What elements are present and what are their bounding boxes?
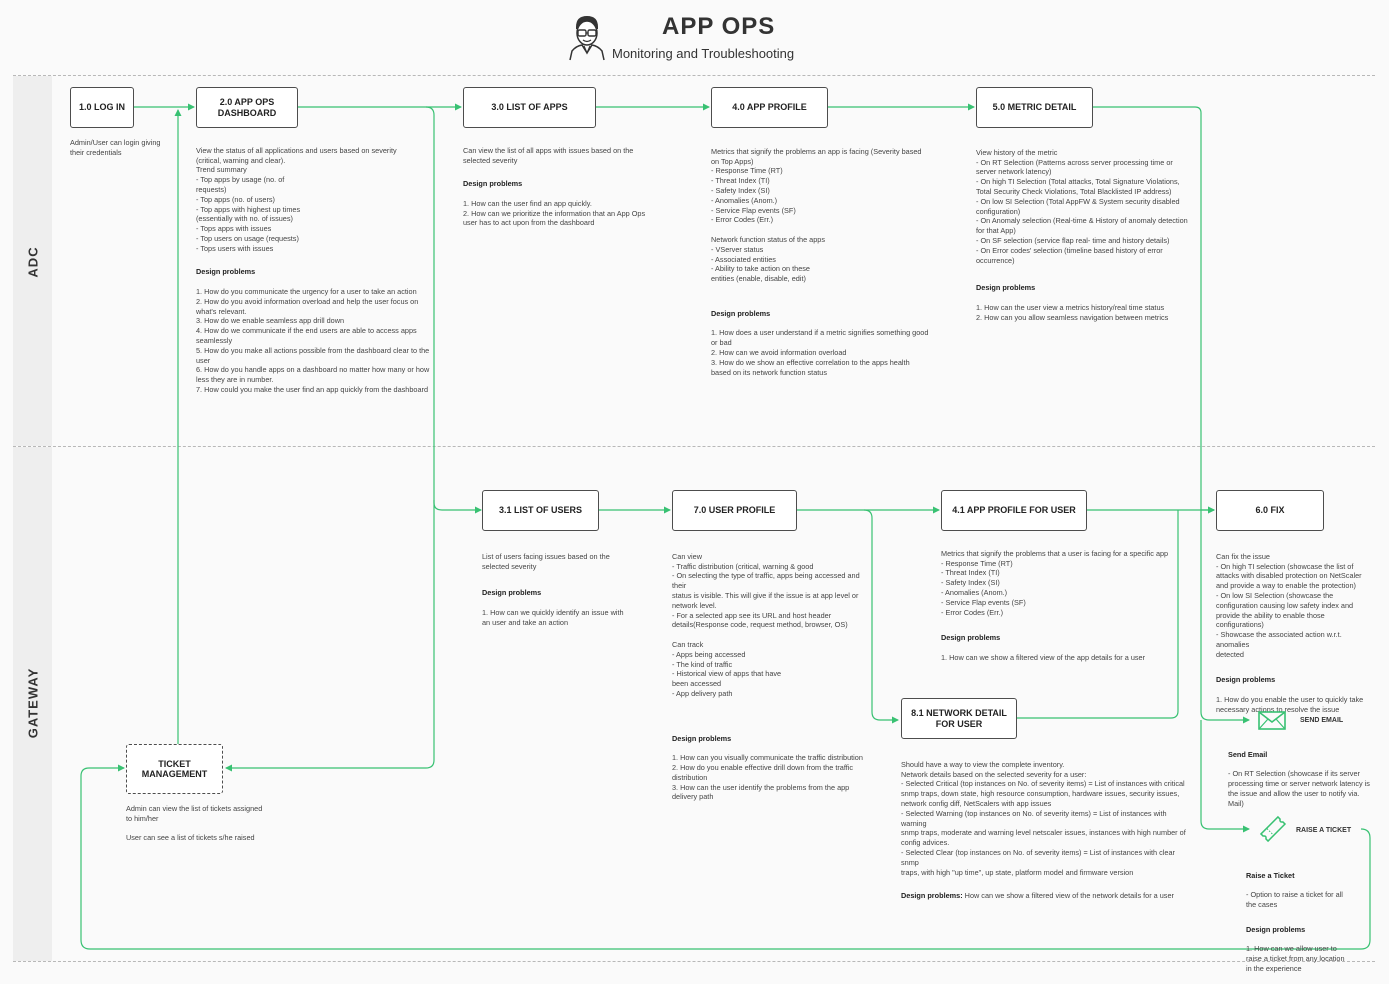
lane-label-gateway: GATEWAY [25,667,41,739]
node-app-profile-for-user[interactable]: 4.1 APP PROFILE FOR USER [941,490,1087,531]
desc-dashboard-block: View the status of all applications and … [196,136,431,405]
desc-network-detail-block: Should have a way to view the complete i… [901,750,1189,911]
page-subtitle: Monitoring and Troubleshooting [612,46,795,61]
desc-send-email: - On RT Selection (showcase if its serve… [1228,769,1370,808]
node-list-of-users[interactable]: 3.1 LIST OF USERS [482,490,599,531]
desc-network-detail: Should have a way to view the complete i… [901,759,1186,877]
desc-fix: Can fix the issue - On high TI selection… [1216,551,1362,659]
desc-login: Admin/User can login giving their creden… [70,138,161,157]
desc-ticket-management: Admin can view the list of tickets assig… [126,804,263,843]
desc-list-apps-block: Can view the list of all apps with issue… [463,136,663,238]
node-login[interactable]: 1.0 LOG IN [70,87,134,128]
adc-lane-background [13,76,52,446]
desc-app-profile-dp-heading: Design problems [711,308,771,318]
desc-list-users-block: List of users facing issues based on the… [482,542,642,637]
desc-user-profile-block: Can view - Traffic distribution (critica… [672,542,867,812]
desc-user-profile: Can view - Traffic distribution (critica… [672,551,860,698]
desc-raise-ticket-dp-heading: Design problems [1246,924,1306,934]
node-user-profile[interactable]: 7.0 USER PROFILE [672,490,797,531]
node-app-ops-dashboard[interactable]: 2.0 APP OPS DASHBOARD [196,87,298,128]
lane-divider-top [13,75,1375,76]
desc-app-profile-block: Metrics that signify the problems an app… [711,137,931,387]
ticket-icon[interactable] [1258,814,1288,844]
desc-user-profile-dp-heading: Design problems [672,733,732,743]
node-metric-detail[interactable]: 5.0 METRIC DETAIL [976,87,1093,128]
lane-divider-middle [13,446,1375,447]
desc-metric-detail-dp-heading: Design problems [976,283,1036,293]
send-email-label[interactable]: SEND EMAIL [1300,717,1344,724]
desc-user-profile-dp: 1. How can you visually communicate the … [672,753,863,802]
gateway-lane-background [13,447,52,961]
desc-raise-ticket-dp: 1. How can we allow user to raise a tick… [1246,944,1345,973]
desc-list-users: List of users facing issues based on the… [482,551,610,571]
desc-app-profile-user-dp-heading: Design problems [941,633,1001,643]
desc-app-profile-user: Metrics that signify the problems that a… [941,548,1169,617]
desc-list-apps: Can view the list of all apps with issue… [463,145,634,165]
node-ticket-management[interactable]: TICKET MANAGEMENT [126,744,223,794]
desc-dashboard-dp-heading: Design problems [196,267,256,277]
desc-metric-detail-block: View history of the metric - On RT Selec… [976,138,1191,332]
desc-app-profile-user-block: Metrics that signify the problems that a… [941,539,1181,672]
desc-metric-detail: View history of the metric - On RT Selec… [976,147,1188,265]
desc-list-users-dp-heading: Design problems [482,588,542,598]
desc-fix-dp-heading: Design problems [1216,675,1276,685]
desc-list-apps-dp: 1. How can the user find an app quickly.… [463,198,646,228]
desc-fix-dp: 1. How do you enable the user to quickly… [1216,694,1364,714]
desc-fix-block: Can fix the issue - On high TI selection… [1216,542,1376,724]
connector-to-network [863,509,899,724]
desc-network-detail-dp: How can we show a filtered view of the n… [962,891,1174,901]
desc-network-detail-dp-line: Design problems: How can we show a filte… [901,891,1189,901]
desc-raise-ticket-heading: Raise a Ticket [1246,870,1295,880]
desc-send-email-block: Send Email - On RT Selection (showcase i… [1228,740,1376,818]
node-network-detail-for-user[interactable]: 8.1 NETWORK DETAIL FOR USER [901,698,1017,739]
avatar-icon [569,16,605,61]
desc-list-apps-dp-heading: Design problems [463,179,523,189]
desc-dashboard-dp: 1. How do you communicate the urgency fo… [196,286,430,394]
desc-metric-detail-dp: 1. How can the user view a metrics histo… [976,302,1169,322]
connector-to-ticket [225,500,435,772]
node-fix[interactable]: 6.0 FIX [1216,490,1324,531]
desc-raise-ticket-block: Raise a Ticket - Option to raise a ticke… [1246,861,1358,984]
lane-divider-bottom [13,961,1375,962]
lane-label-adc: ADC [25,246,41,278]
desc-raise-ticket: - Option to raise a ticket for all the c… [1246,890,1343,910]
node-list-of-apps[interactable]: 3.0 LIST OF APPS [463,87,596,128]
node-app-profile[interactable]: 4.0 APP PROFILE [711,87,828,128]
desc-dashboard: View the status of all applications and … [196,145,397,253]
desc-app-profile: Metrics that signify the problems an app… [711,146,922,284]
desc-app-profile-user-dp: 1. How can we show a filtered view of th… [941,652,1146,662]
envelope-icon[interactable] [1258,711,1286,730]
desc-list-users-dp: 1. How can we quickly identify an issue … [482,607,624,627]
page-title: APP OPS [662,13,776,40]
desc-send-email-heading: Send Email [1228,749,1268,759]
raise-ticket-label[interactable]: RAISE A TICKET [1296,827,1352,834]
desc-app-profile-dp: 1. How does a user understand if a metri… [711,328,929,377]
desc-network-detail-dp-heading: Design problems: [901,891,963,901]
